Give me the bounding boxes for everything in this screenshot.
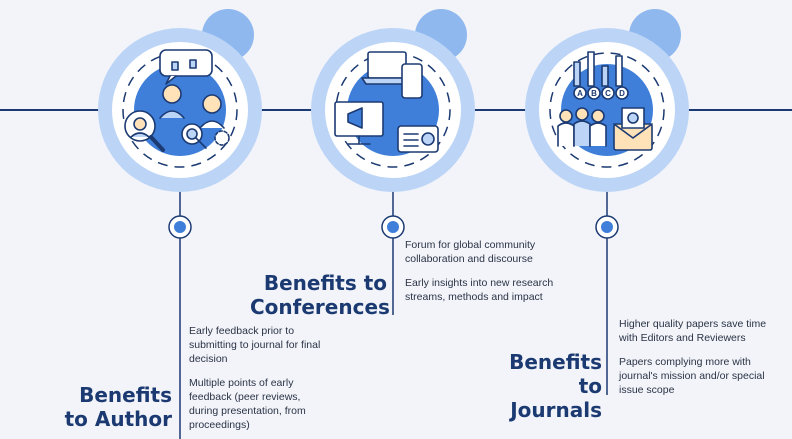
journals-node-marker [595,215,619,239]
journals-point-2: Papers complying more with journal's mis… [619,356,765,396]
journals-point-1: Higher quality papers save time with Edi… [619,318,767,344]
author-point-2: Multiple points of early feedback (peer … [189,377,306,431]
chart-label-b: B [591,89,597,98]
author-heading-line1: Benefits [79,383,172,407]
author-heading: Benefits to Author [60,383,172,431]
chart-label-c: C [605,89,611,98]
author-heading-line2: to Author [64,407,172,431]
conferences-heading-line2: Conferences [250,295,390,319]
conferences-point-2: Early insights into new research streams… [405,277,554,303]
chart-team-mail-icon: A B C D [557,51,653,156]
conferences-heading-line1: Benefits to [263,271,387,295]
chart-label-d: D [619,89,625,98]
conferences-node-marker [381,215,405,239]
people-feedback-search-icon [124,49,230,156]
conferences-heading: Benefits to Conferences [250,271,390,319]
devices-media-icon [334,51,439,156]
author-points: Early feedback prior to submitting to jo… [189,324,329,432]
author-node-marker [168,215,192,239]
journals-heading-line1: Benefits to [509,350,602,398]
journals-points: Higher quality papers save time with Edi… [619,317,779,397]
journals-heading-line2: Journals [510,398,602,422]
conferences-points: Forum for global community collaboration… [405,238,555,304]
author-point-1: Early feedback prior to submitting to jo… [189,325,321,365]
conferences-point-1: Forum for global community collaboration… [405,239,536,265]
journals-heading: Benefits to Journals [480,350,602,422]
chart-label-a: A [577,89,583,98]
